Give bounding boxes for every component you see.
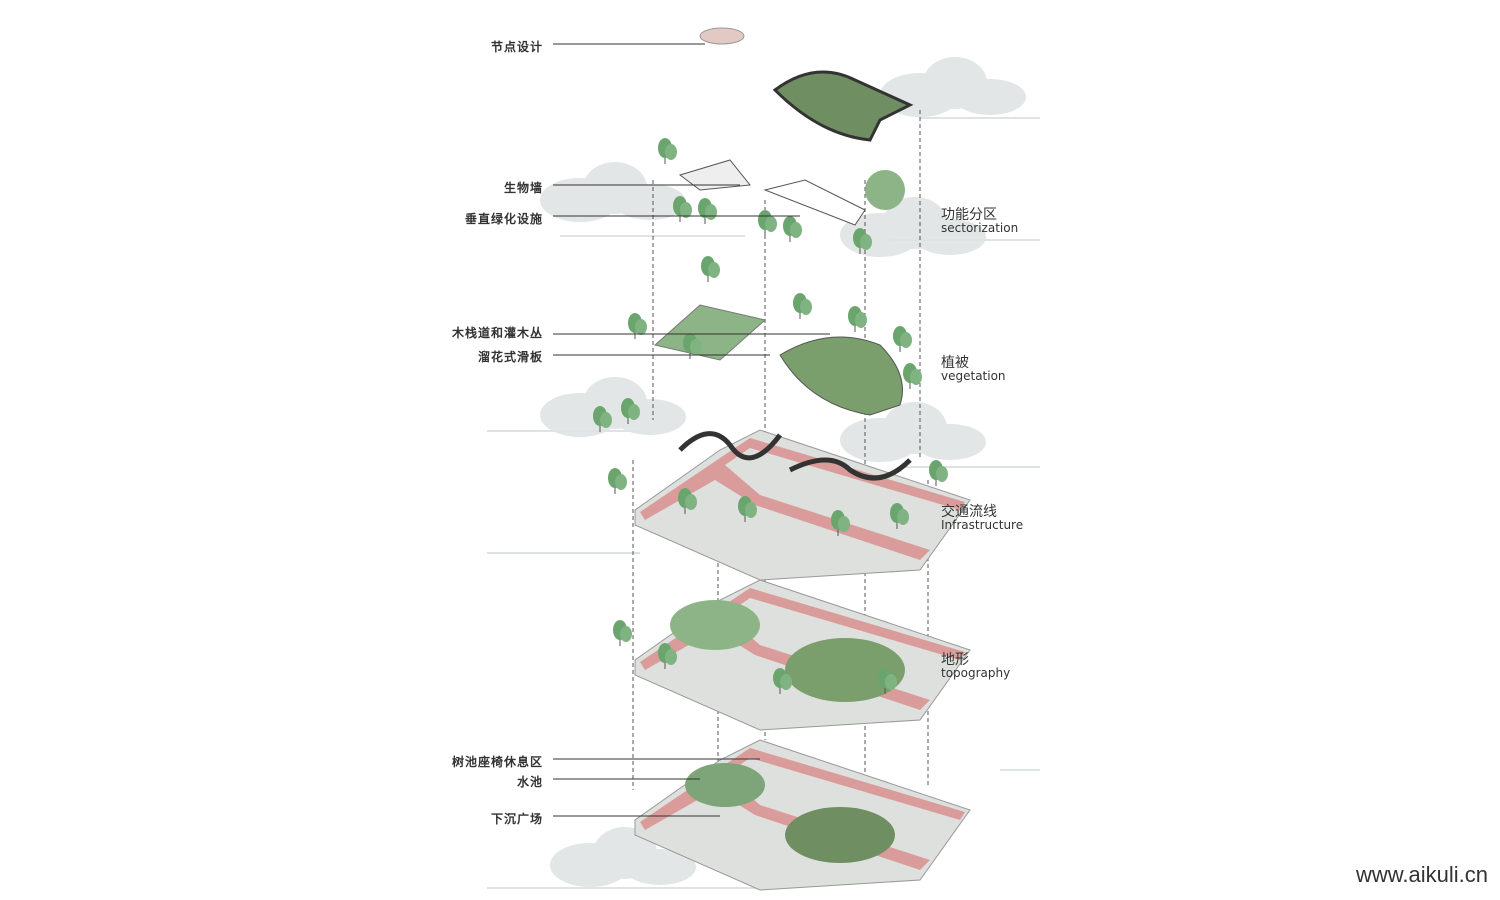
layer-label-infrastructure: 交通流线 Infrastructure: [941, 505, 1023, 531]
callout-lines: [553, 43, 830, 817]
layer-title-en: Infrastructure: [941, 518, 1024, 532]
ground-lines: [487, 117, 1040, 889]
layer-sectorization: [678, 27, 914, 226]
layer-title-en: sectorization: [941, 221, 1019, 235]
layer-title-zh: 植被: [941, 355, 969, 371]
callout-tree-pool-seating: 树池座椅休息区: [451, 755, 543, 769]
layer-title-en: vegetation: [941, 369, 1006, 383]
layer-infrastructure: [634, 429, 971, 581]
layer-topography: [634, 579, 971, 731]
layer-vegetation: [653, 304, 903, 416]
layer-title-en: topography: [941, 666, 1011, 680]
layer-title-zh: 交通流线: [941, 504, 997, 520]
callout-node-design: 节点设计: [490, 40, 543, 54]
callout-bio-wall: 生物墙: [503, 181, 543, 195]
callout-skateboard: 溜花式滑板: [477, 350, 543, 364]
layer-title-zh: 功能分区: [941, 207, 997, 223]
watermark: www.aikuli.cn: [1355, 862, 1488, 887]
layer-label-topography: 地形 topography: [941, 653, 1010, 679]
layer-base: [634, 739, 971, 891]
callout-vertical-greening: 垂直绿化设施: [464, 212, 543, 226]
callout-pool: 水池: [516, 775, 543, 789]
layer-label-sectorization: 功能分区 sectorization: [941, 208, 1018, 234]
layer-label-vegetation: 植被 vegetation: [941, 356, 1006, 382]
callout-boardwalk: 木栈道和灌木丛: [451, 326, 543, 340]
layer-title-zh: 地形: [941, 652, 969, 668]
callout-sunken-plaza: 下沉广场: [490, 812, 543, 826]
